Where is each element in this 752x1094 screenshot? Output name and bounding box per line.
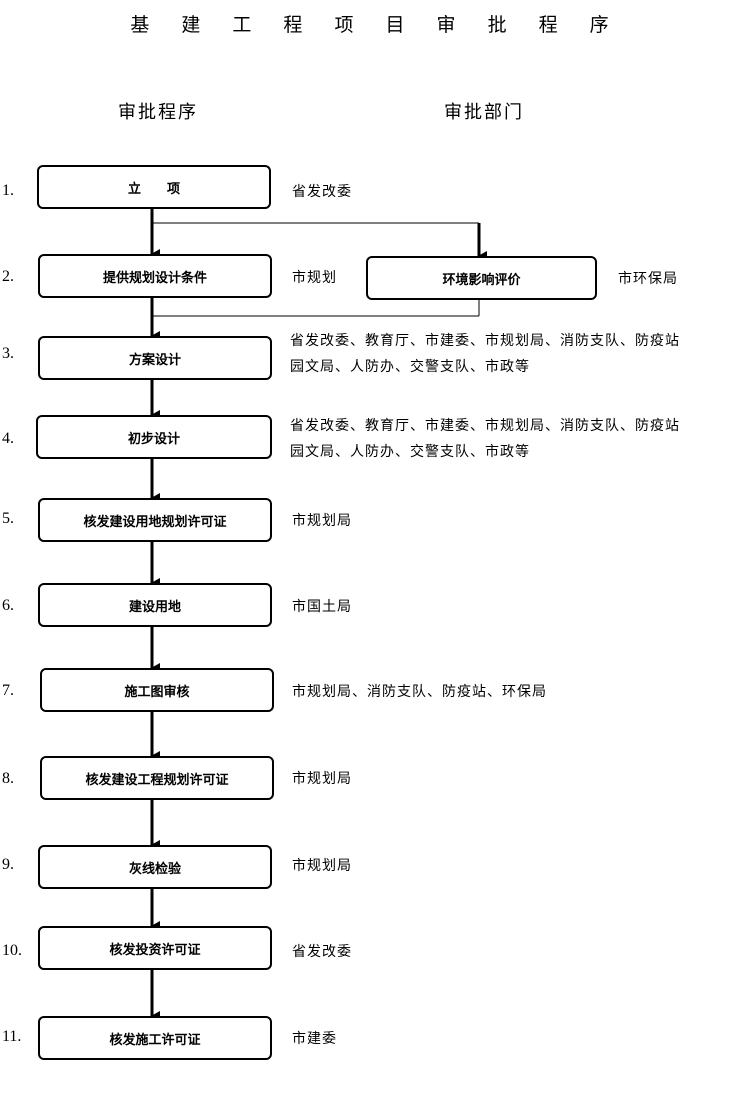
- step-number: 4.: [2, 430, 14, 447]
- department-column-header: 审批部门: [444, 102, 524, 123]
- step-number: 2.: [2, 268, 14, 285]
- step-number: 8.: [2, 770, 14, 787]
- step-department: 省发改委、教育厅、市建委、市规划局、消防支队、防疫站 园文局、人防办、交警支队、…: [290, 333, 680, 375]
- step-department: 市建委: [292, 1031, 337, 1047]
- step-number: 5.: [2, 510, 14, 527]
- step-box-construction-land: 建设用地: [38, 583, 272, 627]
- step-department: 市规划局: [292, 858, 352, 874]
- step-box-planning-conditions: 提供规划设计条件: [38, 254, 272, 298]
- step-box-construction-permit: 核发施工许可证: [38, 1016, 272, 1060]
- page-title: 基 建 工 程 项 目 审 批 程 序: [130, 14, 622, 36]
- step-box-project-approval: 立 项: [37, 165, 271, 209]
- step-number: 9.: [2, 856, 14, 873]
- step-number: 11.: [2, 1028, 22, 1045]
- procedure-column-header: 审批程序: [118, 102, 198, 123]
- step-department: 省发改委、教育厅、市建委、市规划局、消防支队、防疫站 园文局、人防办、交警支队、…: [290, 418, 680, 460]
- step-box-project-planning-permit: 核发建设工程规划许可证: [40, 756, 274, 800]
- step-box-scheme-design: 方案设计: [38, 336, 272, 380]
- step-department: 省发改委: [292, 944, 352, 960]
- step-number: 6.: [2, 597, 14, 614]
- step-department: 市规划: [292, 270, 337, 286]
- step-department: 省发改委: [292, 184, 352, 200]
- step-box-preliminary-design: 初步设计: [36, 415, 272, 459]
- side-step-department: 市环保局: [618, 271, 678, 287]
- side-step-box-environmental-assessment: 环境影响评价: [366, 256, 597, 300]
- step-box-grey-line-inspection: 灰线检验: [38, 845, 272, 889]
- step-number: 1.: [2, 182, 14, 199]
- step-number: 10.: [2, 942, 22, 959]
- step-box-investment-permit: 核发投资许可证: [38, 926, 272, 970]
- step-box-construction-drawing-review: 施工图审核: [40, 668, 274, 712]
- step-number: 7.: [2, 682, 14, 699]
- step-department: 市规划局: [292, 771, 352, 787]
- step-number: 3.: [2, 345, 14, 362]
- step-department: 市国土局: [292, 599, 352, 615]
- step-department: 市规划局: [292, 513, 352, 529]
- step-box-land-use-planning-permit: 核发建设用地规划许可证: [38, 498, 272, 542]
- step-department: 市规划局、消防支队、防疫站、环保局: [292, 684, 547, 700]
